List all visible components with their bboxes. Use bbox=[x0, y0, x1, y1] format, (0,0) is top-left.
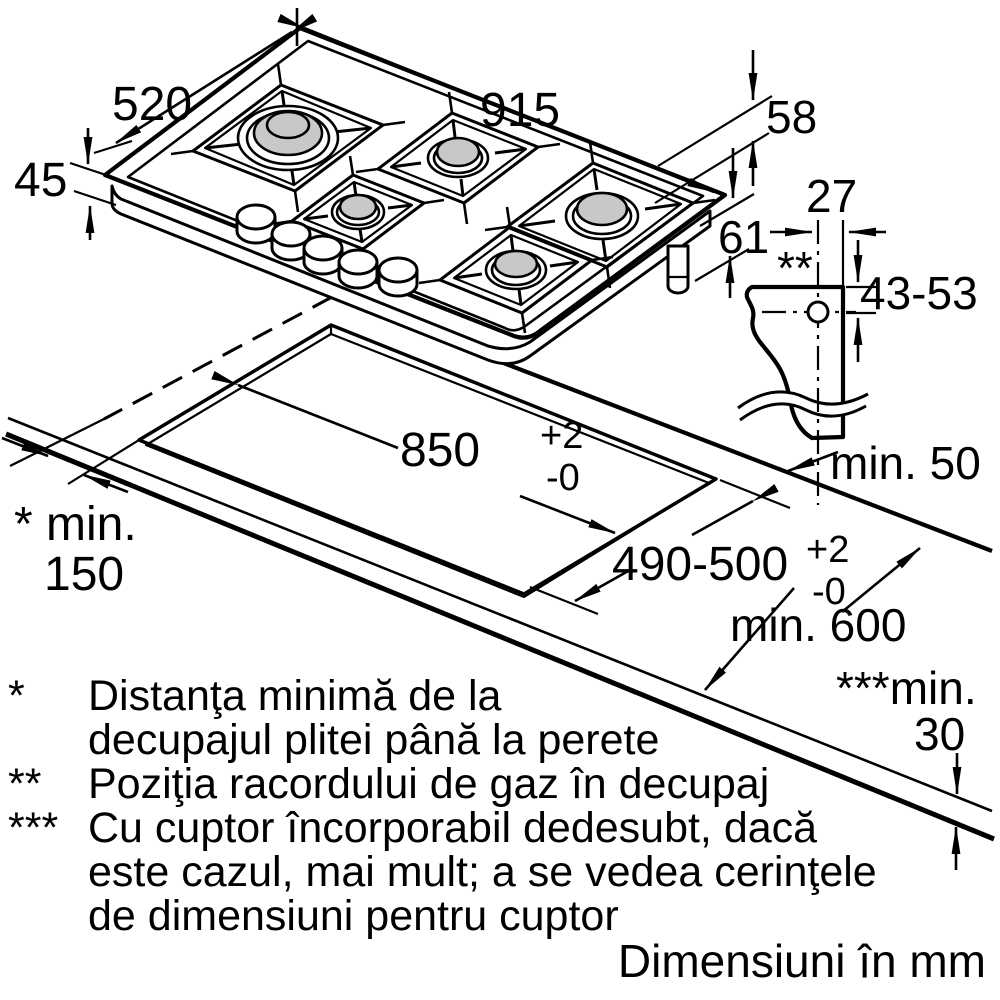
dim-61-label: 61 bbox=[718, 211, 769, 263]
cutout-inner-edge bbox=[144, 332, 711, 599]
footnote-text: este cazul, mai mult; a se vedea cerinţe… bbox=[88, 848, 877, 896]
burner-cap bbox=[338, 193, 378, 221]
dim-915-label: 915 bbox=[480, 84, 560, 137]
dim-4353-label: 43-53 bbox=[860, 267, 978, 319]
break-line-upper bbox=[737, 390, 869, 410]
dim-min150-arrow-b bbox=[83, 473, 129, 494]
cutout-corner-extension bbox=[67, 439, 140, 485]
dim-min600-label: min. 600 bbox=[730, 599, 906, 651]
footnote-text: de dimensiuni pentru cuptor bbox=[88, 892, 619, 940]
dim-490-line-b bbox=[574, 568, 631, 603]
dim-min30-label-prefix: ***min. bbox=[836, 662, 977, 714]
dim-850-tol-minus: -0 bbox=[546, 457, 580, 499]
worktop-front-bottom-line bbox=[5, 431, 995, 842]
footnote-marker: * bbox=[8, 672, 25, 720]
footnotes-block: * Distanţa minimă de la decupajul plitei… bbox=[8, 674, 877, 938]
dim-min50-arrow bbox=[787, 450, 839, 473]
dim-min50-label: min. 50 bbox=[830, 437, 981, 489]
footnote-marker: *** bbox=[8, 804, 59, 852]
units-note: Dimensiuni în mm bbox=[617, 935, 986, 987]
burner-cap bbox=[575, 191, 629, 227]
footnote-marker: ** bbox=[8, 760, 42, 808]
dim-490-tol-plus: +2 bbox=[806, 529, 849, 571]
dim-min600-arrow-down bbox=[704, 587, 795, 691]
gas-connection-hole bbox=[806, 300, 830, 324]
dim-850-line-a bbox=[211, 371, 399, 450]
wall-side-hidden-line bbox=[103, 295, 333, 421]
hob-body-side bbox=[110, 184, 712, 366]
dim-850-label: 850 bbox=[400, 424, 480, 477]
dim-850-line-b bbox=[519, 494, 616, 535]
dim-min150-label-value: 150 bbox=[44, 548, 124, 601]
worktop-cutout-view bbox=[1, 295, 995, 870]
dim-490-tol-minus: -0 bbox=[812, 571, 846, 613]
footnote-text: Cu cuptor încorporabil dedesubt, dacă bbox=[88, 804, 818, 852]
dim-915-line bbox=[277, 13, 715, 194]
burner-front bbox=[418, 206, 614, 334]
dim-520-label: 520 bbox=[112, 78, 192, 131]
dim-min150-label-prefix: * min. bbox=[14, 498, 137, 551]
wall-extension-line bbox=[9, 417, 107, 467]
hob-isometric-view bbox=[69, 8, 773, 366]
dim-490-label: 490-500 bbox=[612, 538, 788, 591]
gas-pipe bbox=[666, 244, 690, 295]
dim-min30-label-value: 30 bbox=[914, 708, 965, 760]
control-knobs bbox=[235, 203, 419, 298]
dim-850-tol-plus: +2 bbox=[540, 415, 583, 457]
hob-dimensions bbox=[69, 8, 773, 298]
footnote-text: Poziţia racordului de gaz în decupaj bbox=[88, 760, 770, 808]
dim-min150-arrow-a bbox=[1, 436, 49, 458]
dim-min600-arrow-up bbox=[841, 546, 921, 614]
dim-490-line-a bbox=[691, 484, 779, 537]
burner-right bbox=[484, 141, 716, 289]
footnote-text: Distanţa minimă de la bbox=[88, 672, 502, 720]
burner-cap bbox=[435, 136, 481, 168]
gas-connection-detail bbox=[737, 220, 886, 505]
dim-520-line bbox=[115, 13, 318, 145]
dim-58-label: 58 bbox=[766, 91, 817, 143]
dim-27-label: 27 bbox=[806, 170, 857, 222]
burner-cap bbox=[493, 249, 539, 279]
cutout-outline bbox=[137, 323, 718, 596]
dimension-labels: 520 915 45 58 61 27 ** 43-53 min. 50 850… bbox=[14, 78, 981, 760]
break-line-lower bbox=[739, 402, 867, 422]
gas-position-marker: ** bbox=[777, 242, 813, 294]
worktop-front-top-line bbox=[7, 416, 993, 813]
dim-45-label: 45 bbox=[14, 154, 67, 207]
footnote-text: decupajul plitei până la perete bbox=[88, 716, 660, 764]
